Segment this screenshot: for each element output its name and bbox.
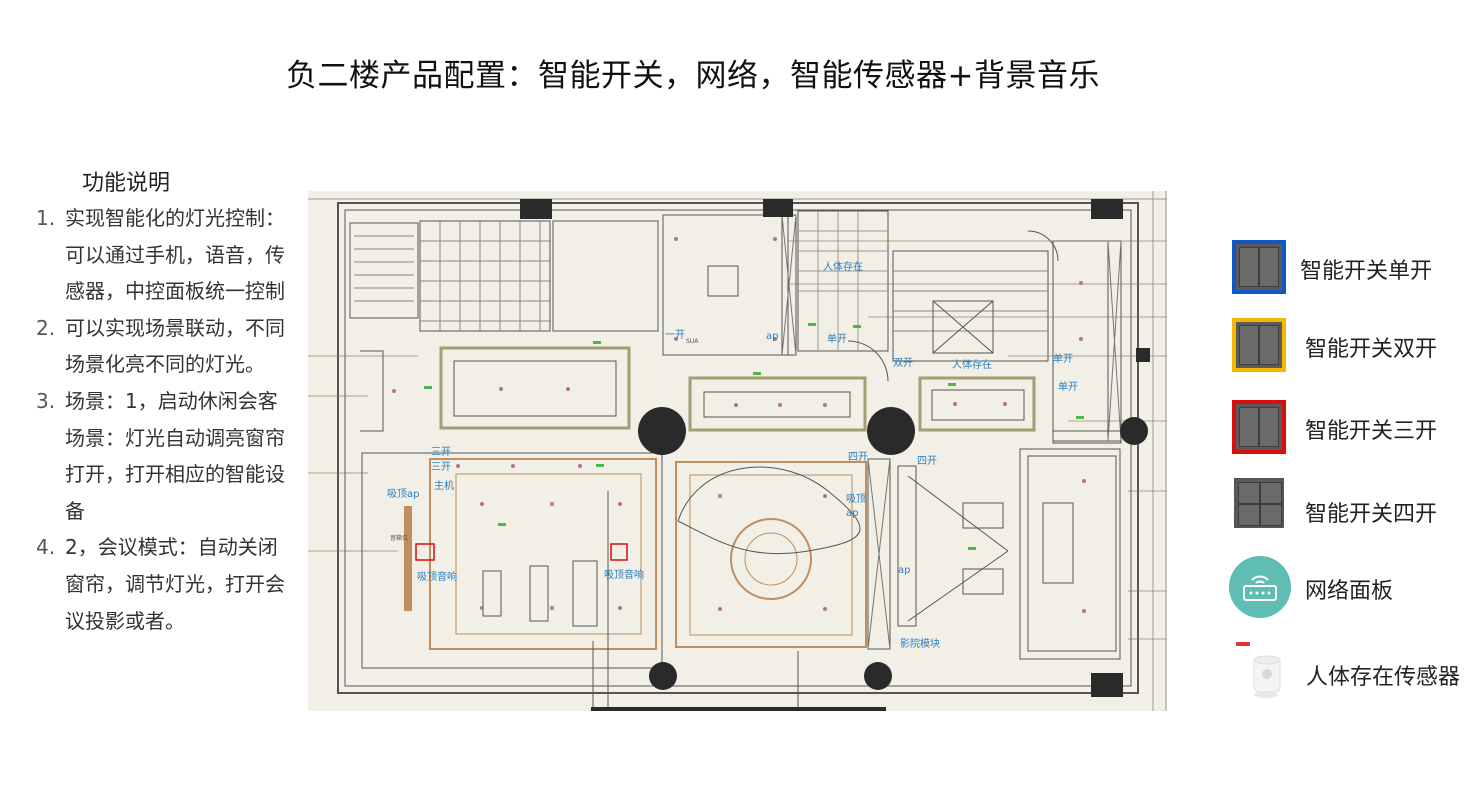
legend-label-double: 智能开关双开 <box>1305 337 1438 362</box>
floor-plan-label: 主机 <box>434 479 454 492</box>
floor-plan-label: 双开 <box>893 357 913 369</box>
single-gang-switch-icon <box>1232 240 1286 294</box>
function-item-text: 实现智能化的灯光控制：可以通过手机，语音，传感器，中控面板统一控制 <box>65 206 285 304</box>
function-item-text: 2，会议模式：自动关闭窗帘，调节灯光，打开会议投影或者。 <box>65 535 285 633</box>
function-item-4: 4. 2，会议模式：自动关闭窗帘，调节灯光，打开会议投影或者。 <box>36 529 286 639</box>
triple-gang-switch-icon <box>1232 400 1286 454</box>
floor-plan-label: 单开 <box>1058 381 1078 393</box>
floor-plan-label: 吸顶音响 <box>417 570 457 583</box>
floor-plan-label: ap <box>846 508 858 519</box>
presence-sensor-icon <box>1236 640 1296 700</box>
legend-label-sensor: 人体存在传感器 <box>1306 665 1461 690</box>
function-item-2: 2. 可以实现场景联动，不同场景化亮不同的灯光。 <box>36 310 286 383</box>
legend-label-network: 网络面板 <box>1305 579 1394 604</box>
page-title: 负二楼产品配置：智能开关，网络，智能传感器+背景音乐 <box>286 58 1100 94</box>
floor-plan-label: 四开 <box>917 456 937 467</box>
function-item-number: 2. <box>36 315 56 340</box>
floor-plan-label: 人体存在 <box>823 260 863 273</box>
function-item-number: 1. <box>36 206 56 230</box>
double-gang-switch-icon <box>1232 318 1286 372</box>
function-item-3: 3. 场景：1，启动休闲会客场景：灯光自动调亮窗帘打开，打开相应的智能设备 <box>36 383 286 529</box>
floor-plan-label: 一开 <box>665 330 685 341</box>
function-list: 1. 实现智能化的灯光控制：可以通过手机，语音，传感器，中控面板统一控制 2. … <box>36 200 286 639</box>
floor-plan-label: 三开 <box>431 447 451 458</box>
function-heading: 功能说明 <box>82 171 171 196</box>
legend-label-quad: 智能开关四开 <box>1305 502 1438 527</box>
floor-plan-label: 影院模块 <box>900 637 940 650</box>
floor-plan-label: 三开 <box>431 462 451 473</box>
function-item-number: 3. <box>36 388 56 413</box>
floor-plan-label: 吸顶ap <box>387 488 419 500</box>
floor-plan-label: 单开 <box>827 333 847 345</box>
function-item-1: 1. 实现智能化的灯光控制：可以通过手机，语音，传感器，中控面板统一控制 <box>36 200 286 310</box>
floor-plan-label: 四开 <box>848 452 868 463</box>
floor-plan-label: 单开 <box>1053 353 1073 365</box>
function-item-number: 4. <box>36 535 56 560</box>
legend-label-single: 智能开关单开 <box>1300 259 1433 284</box>
function-item-text: 可以实现场景联动，不同场景化亮不同的灯光。 <box>65 315 285 377</box>
floor-plan-drawing: 人体存在 单开 一开 ap 双开 人体存在 单开 单开 三开 三开 主机 吸顶a… <box>308 191 1167 711</box>
floor-plan-label: 吸顶 <box>846 493 866 505</box>
floor-plan-label: ap <box>766 331 778 342</box>
network-panel-icon <box>1229 556 1291 618</box>
floor-plan-label: ap <box>898 565 910 576</box>
floor-plan-label: 吸顶音响 <box>604 568 644 581</box>
legend-label-triple: 智能开关三开 <box>1305 419 1438 444</box>
floor-plan: 人体存在 单开 一开 ap 双开 人体存在 单开 单开 三开 三开 主机 吸顶a… <box>308 191 1167 711</box>
quad-gang-switch-icon <box>1234 478 1284 528</box>
floor-plan-label: 人体存在 <box>952 358 992 371</box>
floor-plan-label: 音箱位 <box>390 534 408 542</box>
function-item-text: 场景：1，启动休闲会客场景：灯光自动调亮窗帘打开，打开相应的智能设备 <box>65 388 285 523</box>
floor-plan-label: SUA <box>686 338 699 345</box>
